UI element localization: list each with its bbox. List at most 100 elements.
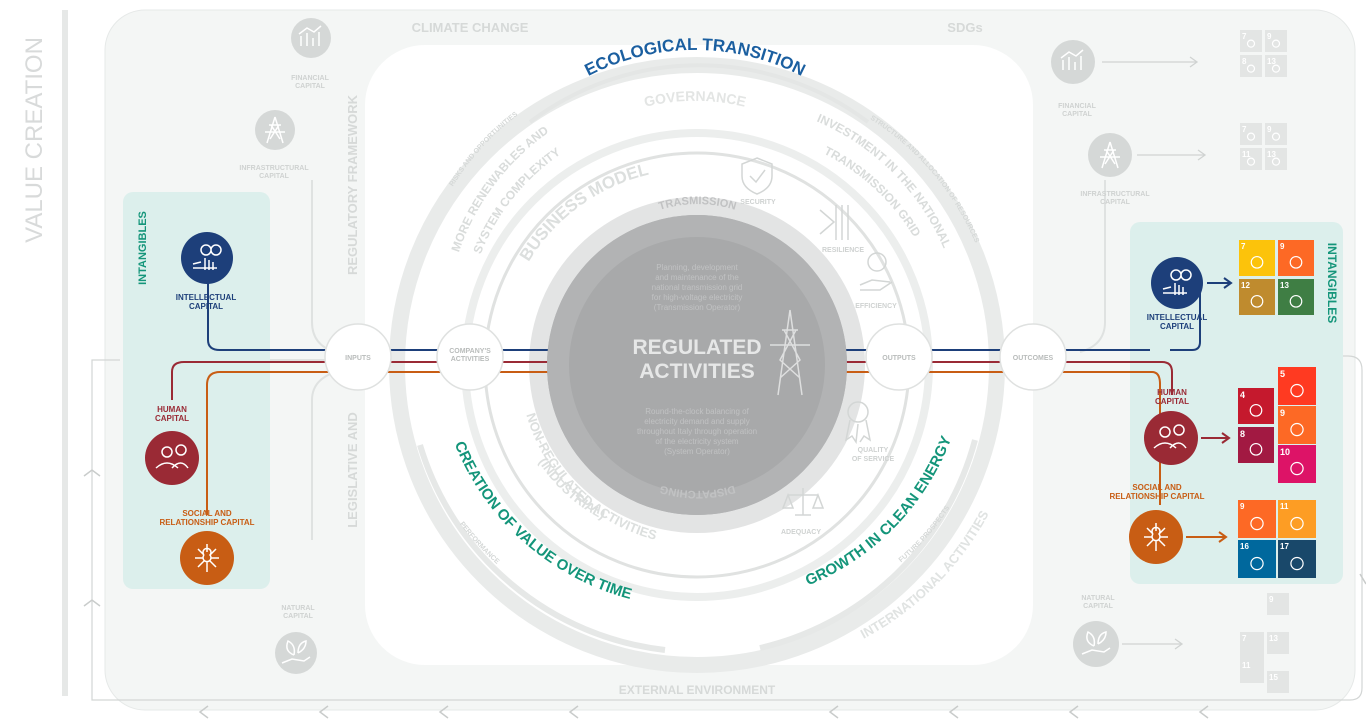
flow-line bbox=[207, 260, 1150, 351]
social-capital-label-right: RELATIONSHIP CAPITAL bbox=[1109, 492, 1204, 501]
sdg-number: 13 bbox=[1280, 281, 1289, 290]
human-capital-label: CAPITAL bbox=[155, 414, 189, 423]
sdg-number: 7 bbox=[1242, 32, 1247, 41]
infrastructural-capital-label: CAPITAL bbox=[259, 173, 290, 180]
sdg-glyph-icon bbox=[1250, 294, 1264, 308]
growth-arc bbox=[759, 439, 978, 651]
sdg-glyph-icon bbox=[1271, 132, 1281, 141]
infrastructural-capital-icon-right-glyph bbox=[1100, 141, 1120, 169]
sdg-glyph-icon bbox=[1290, 516, 1304, 531]
sdg-glyph-icon bbox=[1250, 255, 1264, 269]
intellectual-capital-icon-glyph bbox=[192, 244, 222, 270]
flow-arrow-icon bbox=[568, 705, 579, 719]
social-capital-icon-right-glyph bbox=[1144, 523, 1168, 551]
flow-line bbox=[206, 371, 1150, 515]
sdg-number: 9 bbox=[1267, 125, 1272, 134]
sdg-17-icon bbox=[1278, 540, 1316, 578]
quality-icon bbox=[844, 401, 872, 445]
intellectual-capital-icon-right bbox=[1151, 257, 1203, 309]
social-capital-icon-right bbox=[1129, 510, 1183, 564]
dispatching-text: throughout Italy through operation bbox=[637, 427, 757, 436]
sdg-number: 13 bbox=[1269, 634, 1278, 643]
financial-capital-label: FINANCIAL bbox=[291, 75, 329, 82]
human-capital-icon-right bbox=[1144, 411, 1198, 465]
sdg-glyph-icon bbox=[1271, 64, 1281, 73]
regulatory-framework-label: REGULATORY FRAMEWORK bbox=[345, 94, 360, 275]
sdg-number: 5 bbox=[1280, 369, 1285, 379]
sdg-number: 11 bbox=[1242, 150, 1251, 159]
sdg-13-icon bbox=[1265, 148, 1287, 170]
arrow-icon bbox=[1201, 432, 1231, 444]
natural-capital-icon bbox=[275, 632, 317, 674]
sdg-number: 4 bbox=[1240, 390, 1245, 400]
adequacy-label: ADEQUACY bbox=[781, 529, 821, 536]
sdg-12-icon bbox=[1239, 279, 1275, 315]
sdg-8-icon bbox=[1240, 55, 1262, 77]
natural-capital-label-right: NATURAL bbox=[1081, 595, 1115, 602]
sdg-number: 9 bbox=[1280, 242, 1285, 251]
flow-arrow-icon bbox=[83, 469, 101, 477]
eco-arc bbox=[528, 63, 870, 124]
flow-arrow-icon bbox=[83, 599, 101, 607]
node-outcomes bbox=[999, 323, 1067, 391]
intellectual-capital-icon bbox=[181, 232, 233, 284]
flow-arrow-icon bbox=[198, 705, 209, 719]
intellectual-capital-label: INTELLECTUAL bbox=[176, 293, 237, 302]
human-capital-label: HUMAN bbox=[157, 405, 187, 414]
financial-capital-icon-right-glyph bbox=[1060, 49, 1084, 70]
human-capital-icon-right-glyph bbox=[1153, 424, 1187, 449]
infrastructural-capital-label: INFRASTRUCTURAL bbox=[239, 165, 309, 172]
efficiency-icon bbox=[859, 252, 893, 291]
sdg-number: 9 bbox=[1269, 595, 1274, 604]
social-capital-icon-glyph bbox=[195, 544, 219, 572]
sdg-glyph-icon bbox=[1250, 516, 1264, 531]
outputs-label: OUTPUTS bbox=[882, 355, 916, 362]
intellectual-capital-label-right: CAPITAL bbox=[1160, 322, 1194, 331]
flow-arrow-icon bbox=[828, 705, 839, 719]
transmission-text: Planning, development bbox=[656, 263, 738, 272]
dispatching-text: (System Operator) bbox=[664, 447, 730, 456]
external-loop bbox=[91, 355, 1363, 701]
shield-icon bbox=[741, 157, 773, 195]
sdg-15-icon bbox=[1267, 671, 1289, 693]
infrastructural-capital-icon-glyph bbox=[265, 116, 285, 144]
quality-label: QUALITY bbox=[858, 447, 889, 454]
financial-capital-label: CAPITAL bbox=[295, 83, 326, 90]
financial-capital-label-right: CAPITAL bbox=[1062, 111, 1093, 118]
sdg-glyph-icon bbox=[1290, 461, 1304, 476]
sdg-number: 7 bbox=[1242, 634, 1247, 643]
natural-capital-label: NATURAL bbox=[281, 605, 315, 612]
sdg-7-icon bbox=[1240, 30, 1262, 52]
sdg-number: 12 bbox=[1241, 281, 1250, 290]
node-activities bbox=[436, 323, 504, 391]
sdg-glyph-icon bbox=[1250, 556, 1264, 571]
legislative-label: LEGISLATIVE AND bbox=[345, 412, 360, 528]
sdg-number: 9 bbox=[1240, 502, 1245, 511]
flow-line bbox=[1170, 290, 1201, 351]
arrow-icon bbox=[1137, 149, 1207, 161]
sdg-number: 9 bbox=[1280, 408, 1285, 418]
social-capital-icon bbox=[180, 531, 234, 585]
natural-capital-icon-right bbox=[1073, 621, 1119, 667]
sdg-number: 13 bbox=[1267, 57, 1276, 66]
sdg-16-icon bbox=[1238, 540, 1276, 578]
sdg-11-icon bbox=[1278, 500, 1316, 538]
human-capital-label-right: HUMAN bbox=[1157, 388, 1187, 397]
flow-arrow-icon bbox=[438, 705, 449, 719]
sdg-13-icon bbox=[1265, 55, 1287, 77]
security-label: SECURITY bbox=[740, 199, 776, 206]
sdg-number: 8 bbox=[1242, 57, 1247, 66]
arrow-icon bbox=[1207, 277, 1233, 289]
sdg-9-icon bbox=[1278, 240, 1314, 276]
natural-capital-icon-glyph bbox=[281, 639, 311, 664]
human-capital-icon-glyph bbox=[155, 444, 189, 469]
value-arc bbox=[417, 444, 666, 653]
sdg-7-icon bbox=[1240, 123, 1262, 145]
sdg-glyph-icon bbox=[1246, 132, 1256, 141]
flow-line bbox=[1150, 371, 1161, 505]
pylon-icon bbox=[770, 309, 810, 396]
sdg-8-icon bbox=[1238, 427, 1274, 463]
sdg-glyph-icon bbox=[1246, 39, 1256, 48]
sdg-glyph-icon bbox=[1246, 64, 1256, 73]
flow-arrow-icon bbox=[318, 705, 329, 719]
